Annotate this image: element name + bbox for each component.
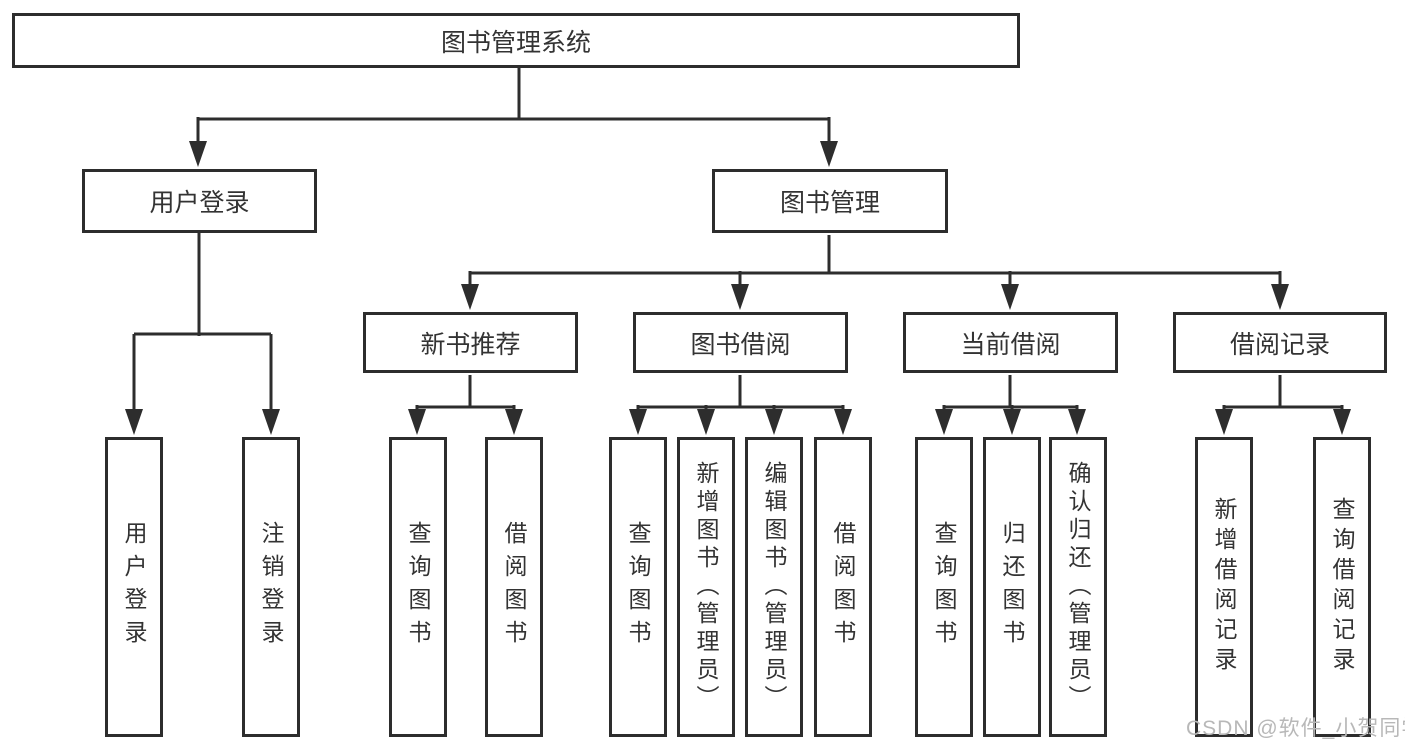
arrowhead-icon [408, 409, 426, 435]
node-book-management: 图书管理 [712, 169, 948, 233]
arrowhead-icon [461, 284, 479, 310]
csdn-watermark: CSDN @软件_小贺同学 [1186, 717, 1405, 740]
arrowhead-icon [1333, 409, 1351, 435]
arrowhead-icon [262, 409, 280, 435]
leaf-borrow-book-2-label: 借阅图书 [830, 521, 856, 653]
leaf-user-login: 用户登录 [105, 437, 163, 737]
leaf-add-borrow-record-label: 新增借阅记录 [1211, 497, 1237, 677]
arrowhead-icon [935, 409, 953, 435]
leaf-return-book-label: 归还图书 [999, 521, 1025, 653]
leaf-add-borrow-record: 新增借阅记录 [1195, 437, 1253, 737]
leaf-confirm-return-admin-label: 确认归还（管理员） [1065, 461, 1091, 713]
arrowhead-icon [1003, 409, 1021, 435]
node-current-borrow-label: 当前借阅 [960, 330, 1061, 359]
arrowhead-icon [834, 409, 852, 435]
leaf-query-book-1-label: 查询图书 [405, 521, 431, 653]
leaf-query-borrow-record: 查询借阅记录 [1313, 437, 1371, 737]
arrowhead-icon [1271, 284, 1289, 310]
leaf-query-book-2-label: 查询图书 [625, 521, 651, 653]
leaf-user-login-label: 用户登录 [121, 521, 147, 653]
node-user-login: 用户登录 [82, 169, 317, 233]
node-book-borrow-label: 图书借阅 [690, 330, 791, 359]
arrowhead-icon [820, 141, 838, 167]
arrowhead-icon [697, 409, 715, 435]
arrowhead-icon [765, 409, 783, 435]
node-user-login-label: 用户登录 [149, 189, 250, 217]
node-book-borrow: 图书借阅 [633, 312, 848, 373]
leaf-borrow-book-2: 借阅图书 [814, 437, 872, 737]
node-borrow-record: 借阅记录 [1173, 312, 1387, 373]
leaf-borrow-book-1: 借阅图书 [485, 437, 543, 737]
leaf-query-book-2: 查询图书 [609, 437, 667, 737]
arrowhead-icon [731, 284, 749, 310]
leaf-borrow-book-1-label: 借阅图书 [501, 521, 527, 653]
arrowhead-icon [125, 409, 143, 435]
leaf-query-book-1: 查询图书 [389, 437, 447, 737]
node-new-book-recommend-label: 新书推荐 [420, 330, 521, 359]
leaf-query-book-3-label: 查询图书 [931, 521, 957, 653]
arrowhead-icon [1068, 409, 1086, 435]
node-book-management-label: 图书管理 [779, 189, 880, 217]
leaf-query-book-3: 查询图书 [915, 437, 973, 737]
leaf-logout: 注销登录 [242, 437, 300, 737]
arrowhead-icon [189, 141, 207, 167]
node-root-label: 图书管理系统 [440, 28, 591, 57]
arrowhead-icon [629, 409, 647, 435]
node-root: 图书管理系统 [12, 13, 1020, 68]
arrowhead-icon [505, 409, 523, 435]
leaf-confirm-return-admin: 确认归还（管理员） [1049, 437, 1107, 737]
arrowhead-icon [1215, 409, 1233, 435]
node-borrow-record-label: 借阅记录 [1229, 330, 1330, 359]
leaf-edit-book-admin-label: 编辑图书（管理员） [761, 461, 787, 713]
leaf-edit-book-admin: 编辑图书（管理员） [745, 437, 803, 737]
node-new-book-recommend: 新书推荐 [363, 312, 578, 373]
leaf-add-book-admin-label: 新增图书（管理员） [693, 461, 719, 713]
node-current-borrow: 当前借阅 [903, 312, 1118, 373]
leaf-return-book: 归还图书 [983, 437, 1041, 737]
leaf-query-borrow-record-label: 查询借阅记录 [1329, 497, 1355, 677]
arrowhead-icon [1001, 284, 1019, 310]
leaf-logout-label: 注销登录 [258, 521, 284, 653]
leaf-add-book-admin: 新增图书（管理员） [677, 437, 735, 737]
